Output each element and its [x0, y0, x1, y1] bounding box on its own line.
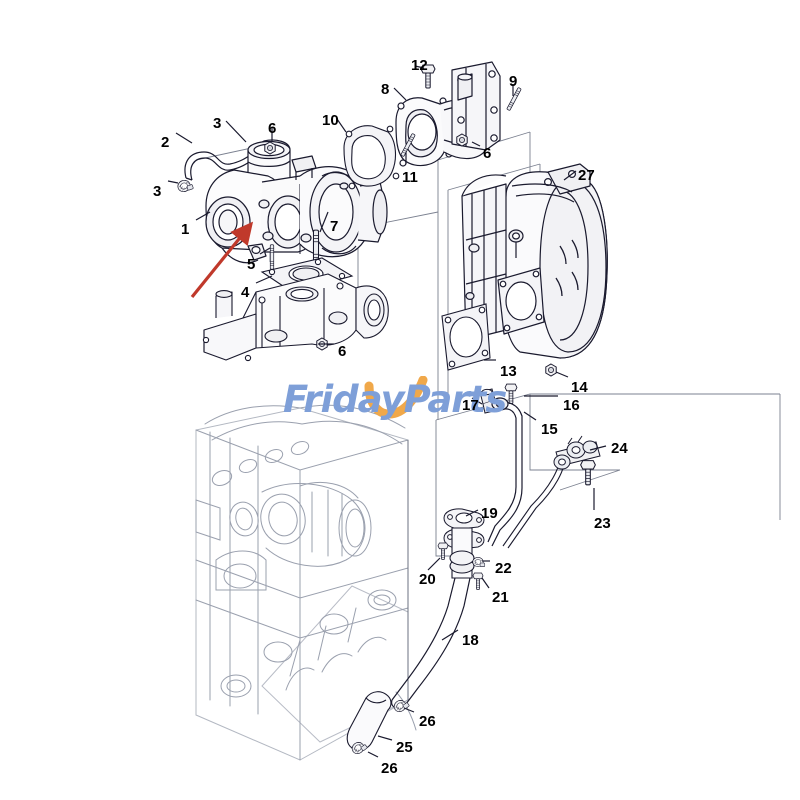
callout-number-12: 12 — [411, 57, 428, 74]
callout-number-2: 2 — [161, 134, 170, 151]
callout-number-20: 20 — [419, 571, 436, 588]
callout-number-17: 17 — [462, 397, 479, 414]
callout-number-27: 27 — [578, 167, 595, 184]
callout-number-6a: 6 — [268, 120, 277, 137]
callout-number-8: 8 — [381, 81, 390, 98]
callout-number-21: 21 — [492, 589, 509, 606]
callout-number-22: 22 — [495, 560, 512, 577]
callout-number-13: 13 — [500, 363, 517, 380]
exhaust-manifold — [202, 273, 389, 362]
drain-tube-neck — [449, 527, 475, 579]
callout-number-4: 4 — [241, 284, 250, 301]
callout-number-5: 5 — [247, 256, 256, 273]
part-9-stud — [506, 87, 522, 111]
callout-number-3a: 3 — [213, 115, 222, 132]
callout-number-15: 15 — [541, 421, 558, 438]
part-14-nut — [545, 363, 557, 377]
red-arrow-pointer — [190, 221, 254, 299]
part-17-fitting — [479, 388, 496, 414]
part-23-bolt — [580, 460, 596, 486]
part-25-rubber-hose — [346, 691, 392, 751]
part-3b-hose-clamp — [175, 177, 194, 194]
engine-block-ghost — [195, 404, 417, 761]
part-22-clamp — [472, 557, 486, 567]
callout-number-3b: 3 — [153, 183, 162, 200]
part-18-oil-drain-tube — [391, 577, 471, 710]
callout-number-26a: 26 — [419, 713, 436, 730]
part-10-exhaust-elbow-gasket — [343, 125, 400, 190]
part-27-muffler — [461, 163, 608, 359]
callout-number-26b: 26 — [381, 760, 398, 777]
callout-number-9: 9 — [509, 73, 518, 90]
part-24-bracket — [553, 435, 601, 470]
part-26a-hose-clamp — [391, 696, 410, 715]
callout-number-23: 23 — [594, 515, 611, 532]
callout-number-6c: 6 — [483, 145, 492, 162]
part-6a-nut — [264, 141, 276, 155]
callout-number-25: 25 — [396, 739, 413, 756]
callout-number-24: 24 — [611, 440, 628, 457]
callout-number-1: 1 — [181, 221, 190, 238]
callout-number-14: 14 — [571, 379, 588, 396]
part-5-stud-short — [269, 244, 275, 270]
callout-leader-lines — [167, 65, 607, 758]
part-21-bolt — [472, 572, 484, 590]
callout-number-7: 7 — [330, 218, 339, 235]
callout-number-10: 10 — [322, 112, 339, 129]
part-8-exhaust-elbow — [395, 61, 501, 167]
callout-number-16: 16 — [563, 397, 580, 414]
callout-number-11: 11 — [402, 169, 418, 186]
callout-number-6b: 6 — [338, 343, 347, 360]
part-15-oil-supply-line — [487, 397, 567, 549]
callout-number-19: 19 — [481, 505, 498, 522]
part-20-bolt — [437, 542, 449, 560]
part-6c-nut — [456, 133, 468, 147]
part-13-muffler-gasket — [441, 303, 491, 371]
callout-number-18: 18 — [462, 632, 479, 649]
